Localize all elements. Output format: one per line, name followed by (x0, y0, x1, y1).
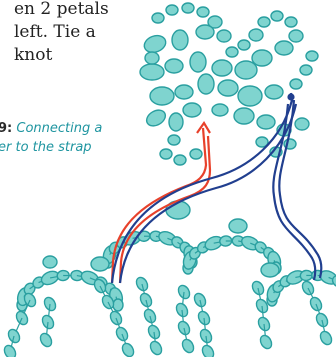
bead (260, 262, 280, 278)
bead (197, 73, 215, 95)
instruction-line-1: en 2 petals (14, 0, 109, 19)
bead (167, 134, 181, 146)
bead (3, 344, 17, 357)
bead (228, 218, 248, 234)
bead (112, 298, 124, 312)
bead (319, 330, 333, 346)
bead (171, 29, 189, 51)
bead (211, 59, 233, 77)
red-arrowhead (196, 120, 211, 134)
bead (151, 12, 165, 24)
bead (305, 50, 319, 62)
bead (299, 64, 313, 76)
bead (251, 49, 273, 67)
bead (143, 34, 167, 54)
bead (196, 6, 210, 18)
bead (211, 103, 229, 117)
bead (237, 39, 251, 51)
bead (145, 109, 167, 127)
bead (39, 332, 53, 348)
instruction-line-2: left. Tie a (14, 22, 96, 42)
caption-text-1: Connecting a (16, 121, 103, 136)
bead (189, 51, 207, 73)
bead (181, 338, 195, 354)
bead (255, 136, 269, 148)
bead (168, 112, 184, 132)
bead (164, 58, 184, 74)
bead (217, 79, 239, 97)
caption-text-2: er to the strap (0, 140, 92, 155)
bead (256, 114, 276, 130)
caption-line-1: 9: Connecting a (0, 121, 102, 136)
bead (294, 117, 310, 131)
bead (173, 154, 187, 166)
bead (182, 102, 202, 118)
bead (159, 148, 173, 160)
bead (331, 275, 336, 288)
threads (110, 92, 323, 284)
bead (274, 40, 294, 56)
bead (264, 84, 284, 100)
bead (234, 60, 258, 80)
bead (225, 46, 239, 58)
bead (289, 78, 303, 90)
beads (3, 2, 336, 357)
thread-end-knot (287, 93, 295, 101)
navy-thread-inner (118, 103, 317, 284)
bead (257, 16, 271, 28)
bead (233, 107, 255, 125)
bead (207, 15, 223, 29)
bead (270, 10, 284, 22)
bead (284, 16, 298, 28)
bead (165, 4, 179, 16)
bead (201, 344, 215, 357)
bead (90, 256, 110, 272)
bead (216, 29, 232, 43)
bead (195, 24, 215, 40)
instruction-line-3: knot (14, 45, 53, 65)
bead (259, 334, 273, 350)
figure-number: 9: (0, 121, 13, 136)
bead (139, 63, 165, 81)
bead (288, 29, 304, 43)
figure-caption: 9: Connecting a er to the strap (0, 119, 148, 157)
bead (237, 85, 263, 107)
bead (42, 255, 58, 269)
bead (174, 84, 194, 100)
bead (189, 148, 203, 160)
bead (149, 86, 175, 106)
bead (149, 340, 163, 356)
instruction-text: en 2 petals left. Tie a knot (14, 0, 164, 67)
bead (248, 28, 264, 42)
bead (121, 342, 135, 357)
bead (144, 51, 160, 65)
bead (181, 2, 195, 14)
navy-thread (110, 92, 323, 284)
